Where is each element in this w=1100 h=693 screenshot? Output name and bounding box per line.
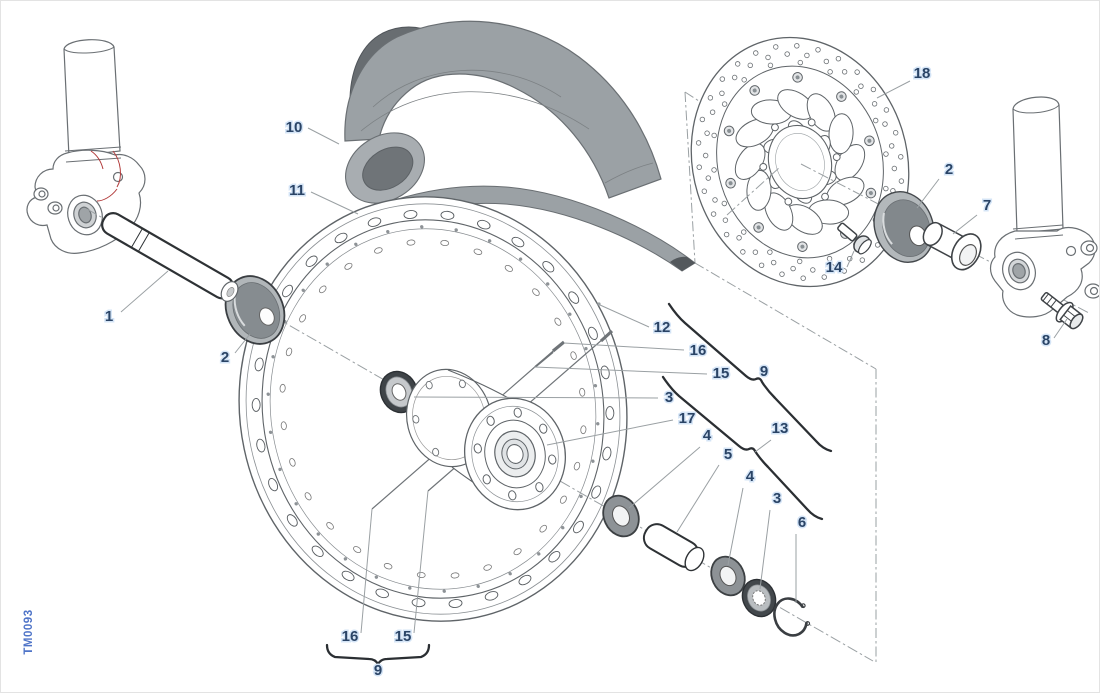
tire-open-end <box>345 132 425 204</box>
callout-15-bottom-leader <box>413 490 429 634</box>
hub-spacer-tube <box>642 523 705 572</box>
callout-9-bottom: 9 <box>374 662 382 679</box>
wheel-bearing-lower <box>741 578 777 618</box>
callout-18-leader <box>876 80 911 99</box>
callout-11: 11 <box>289 182 305 199</box>
callout-1-leader <box>120 270 169 313</box>
callout-13: 13 <box>772 420 789 437</box>
bracket-group-9 <box>667 302 833 453</box>
callout-16-bottom: 16 <box>342 628 359 645</box>
brake-disc <box>690 36 910 288</box>
callout-14-leader <box>846 250 855 268</box>
callout-11-leader <box>310 191 359 215</box>
callout-1: 1 <box>105 308 113 325</box>
disc-bolt <box>837 222 872 255</box>
disc-carrier-spider <box>723 72 877 252</box>
leader-dot-12 <box>597 302 601 306</box>
callout-12-leader <box>599 304 650 328</box>
callout-18: 18 <box>914 65 931 82</box>
callout-7: 7 <box>983 197 991 214</box>
callout-10-leader <box>307 127 340 145</box>
callout-4-lower-leader <box>727 487 744 566</box>
wheel-spacer-bushing <box>922 221 982 271</box>
drawing-code: TM0093 <box>23 609 35 655</box>
callout-7-leader <box>952 214 978 235</box>
callout-12: 12 <box>654 319 671 336</box>
callout-4-upper-leader <box>628 446 701 509</box>
callout-4-upper: 4 <box>703 427 712 444</box>
fork-leg-right <box>989 96 1099 318</box>
callout-2-right-leader <box>916 178 940 209</box>
callout-15-right: 15 <box>713 365 730 382</box>
callout-4-lower: 4 <box>746 468 755 485</box>
axle-pinch-bolt <box>1040 292 1084 330</box>
callout-2-left-leader <box>234 333 251 354</box>
callout-14: 14 <box>826 259 843 276</box>
hub-dust-cap-left <box>224 275 286 345</box>
fork-red-accent-lines <box>90 150 121 202</box>
callout-2-left: 2 <box>221 349 229 366</box>
callout-3-upper: 3 <box>665 389 673 406</box>
callout-3-upper-leader <box>413 396 659 399</box>
callout-13-leader <box>754 439 772 453</box>
wheel-hub <box>405 368 567 511</box>
tire <box>344 20 662 204</box>
callout-3-lower: 3 <box>773 490 781 507</box>
callout-9-right: 9 <box>760 363 768 380</box>
callout-16-right: 16 <box>690 342 707 359</box>
callout-5: 5 <box>724 446 732 463</box>
callout-16-bottom-leader <box>360 508 373 634</box>
callout-6: 6 <box>798 514 806 531</box>
callout-17: 17 <box>679 410 696 427</box>
callout-8: 8 <box>1042 332 1050 349</box>
washer-upper <box>602 494 640 538</box>
callout-3-lower-leader <box>759 509 771 590</box>
callout-15-bottom: 15 <box>395 628 412 645</box>
callout-5-leader <box>676 464 720 533</box>
group-brackets <box>325 302 833 667</box>
front-axle <box>101 212 239 302</box>
tire-body <box>344 20 662 199</box>
callout-2-right: 2 <box>945 161 953 178</box>
circlip <box>773 597 811 637</box>
hub-dust-cap-right <box>873 191 935 263</box>
callout-17-leader <box>546 419 674 446</box>
callout-15-right-leader <box>533 366 708 375</box>
callout-10: 10 <box>286 119 303 136</box>
bracket-group-13 <box>661 375 824 521</box>
washer-lower <box>710 555 746 597</box>
callout-16-right-leader <box>563 342 685 351</box>
callout-8-leader <box>1053 318 1068 339</box>
bracket-group-9-bottom <box>325 643 431 667</box>
rim-spoke-holes <box>251 210 615 608</box>
